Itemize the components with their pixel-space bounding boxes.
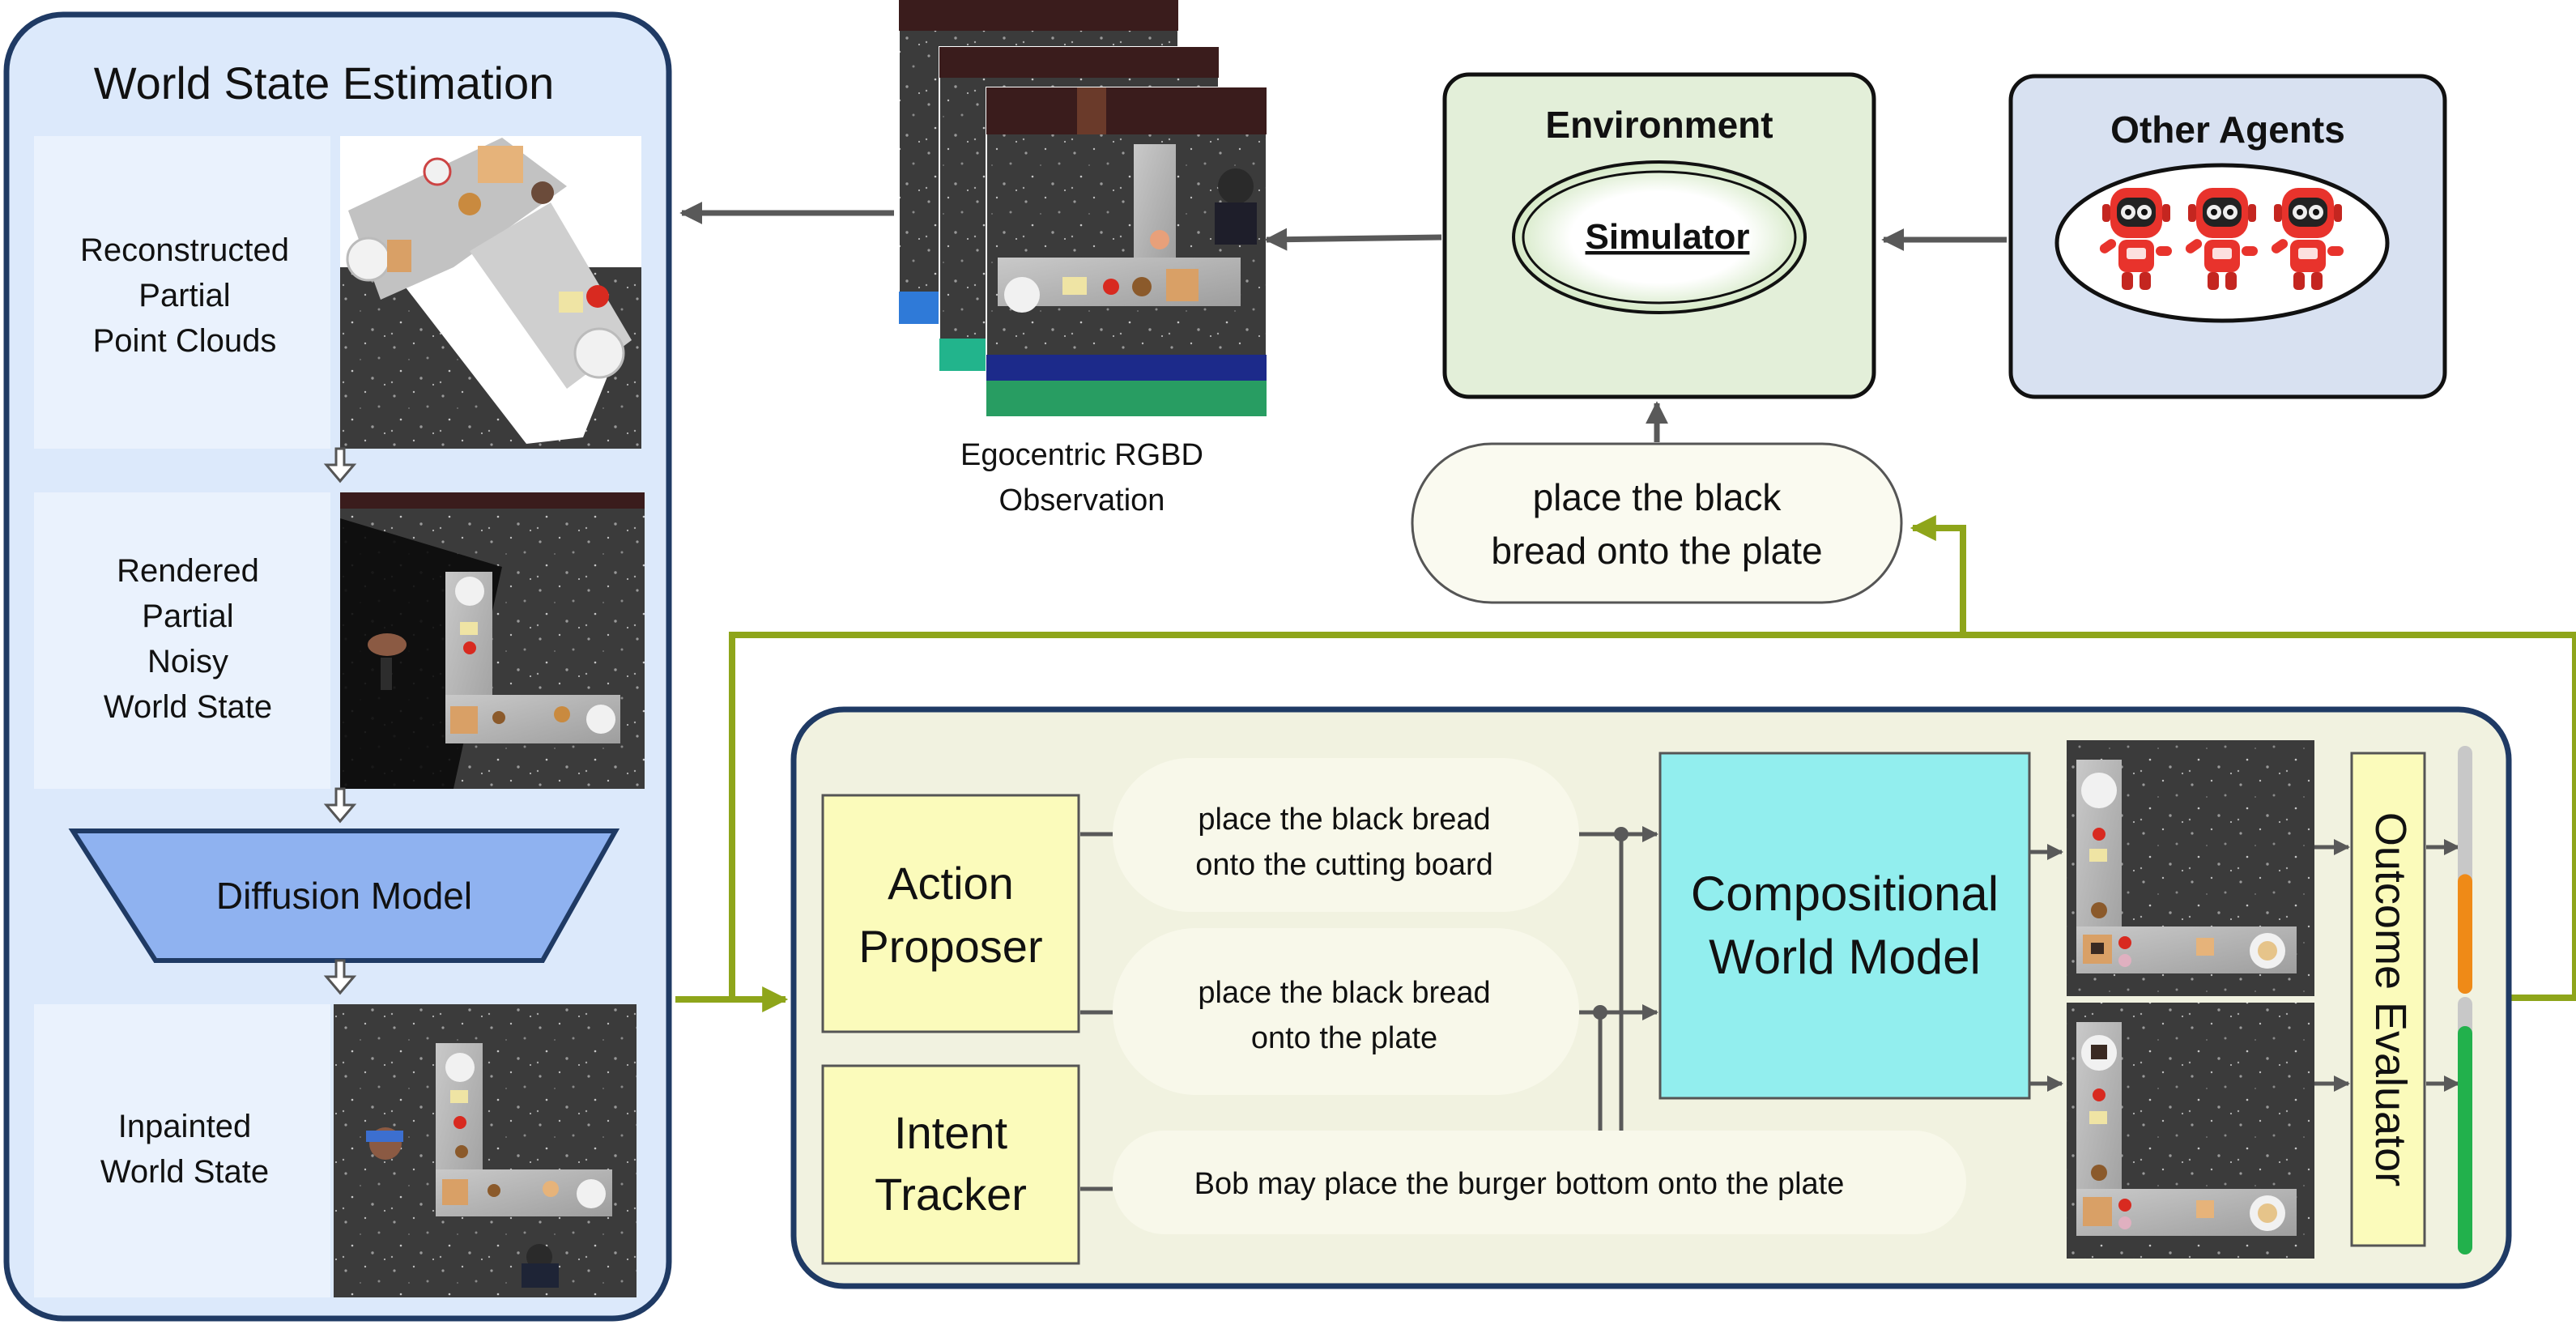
action-proposer-line-2: Proposer: [858, 921, 1042, 972]
other-agents-box: Other Agents: [2008, 74, 2447, 399]
executed-action-bubble: [1411, 442, 1903, 604]
rendered-label-line-3: Noisy: [147, 644, 228, 679]
inpainted-label-line-2: World State: [100, 1154, 269, 1190]
observation-label-line-2: Observation: [999, 483, 1165, 518]
arrow-environment-to-observation: [1264, 228, 1442, 251]
proposal-1-line-1: place the black bread: [1198, 803, 1490, 837]
compositional-world-model-box: [1658, 752, 2031, 1100]
down-arrow-1: [323, 447, 357, 483]
inpainted-label-bg: [34, 1004, 330, 1297]
proposal-1-bubble: [1113, 758, 1579, 912]
simulator-ellipse: [1512, 160, 1807, 314]
rendered-label-line-4: World State: [104, 689, 272, 725]
intent-tracker-line-2: Tracker: [875, 1169, 1027, 1220]
proposal-2-bubble: [1113, 928, 1579, 1095]
executed-action-line-2: bread onto the plate: [1491, 530, 1822, 572]
reconstructed-label-line-3: Point Clouds: [93, 323, 277, 359]
planner-panel: Action Proposer Intent Tracker place the…: [790, 706, 2512, 1289]
intent-text: Bob may place the burger bottom onto the…: [1194, 1167, 1845, 1201]
arrow-evaluator-to-action: [1910, 515, 2576, 1001]
down-arrow-2: [323, 787, 357, 824]
reconstructed-label-bg: [34, 136, 330, 449]
intent-tracker-line-1: Intent: [894, 1107, 1008, 1158]
egocentric-observation-stack: [898, 0, 1267, 417]
executed-action-line-1: place the black: [1533, 476, 1782, 518]
down-arrow-3: [323, 959, 357, 995]
diffusion-model-block: [68, 828, 620, 963]
inpainted-world-image: [334, 1004, 637, 1297]
rendered-label-line-1: Rendered: [117, 553, 259, 589]
environment-title: Environment: [1545, 104, 1773, 146]
rendered-label-line-2: Partial: [142, 598, 233, 634]
predicted-outcome-2-image: [2067, 1003, 2314, 1259]
point-cloud-image: [340, 136, 641, 449]
rendered-label-bg: [34, 492, 330, 789]
outcome-evaluator-label: Outcome Evaluator: [2366, 812, 2415, 1186]
environment-box: Environment Simulator: [1442, 72, 1876, 399]
reconstructed-label-line-2: Partial: [138, 278, 230, 313]
other-agents-title: Other Agents: [2110, 109, 2345, 151]
inpainted-label-line-1: Inpainted: [118, 1109, 252, 1144]
observation-label-line-1: Egocentric RGBD: [960, 438, 1203, 472]
action-proposer-line-1: Action: [888, 858, 1014, 909]
rendered-noisy-image: [340, 492, 645, 789]
simulator-label: Simulator: [1586, 217, 1750, 257]
intent-tracker-box: [821, 1064, 1080, 1265]
reconstructed-label-line-1: Reconstructed: [80, 232, 289, 268]
world-state-title: World State Estimation: [94, 58, 555, 109]
proposal-1-line-2: onto the cutting board: [1195, 848, 1493, 882]
world-model-line-2: World Model: [1709, 930, 1981, 984]
intent-bubble: [1113, 1131, 1966, 1234]
world-state-panel: World State Estimation Reconstructed Par…: [3, 11, 672, 1322]
diffusion-model-label: Diffusion Model: [216, 875, 472, 917]
predicted-outcome-1-image: [2067, 740, 2314, 996]
action-proposer-box: [821, 794, 1080, 1033]
world-model-line-1: Compositional: [1691, 867, 1999, 921]
proposal-2-line-1: place the black bread: [1198, 976, 1490, 1010]
proposal-2-line-2: onto the plate: [1251, 1021, 1437, 1055]
outcome-evaluator-box: [2350, 752, 2426, 1247]
